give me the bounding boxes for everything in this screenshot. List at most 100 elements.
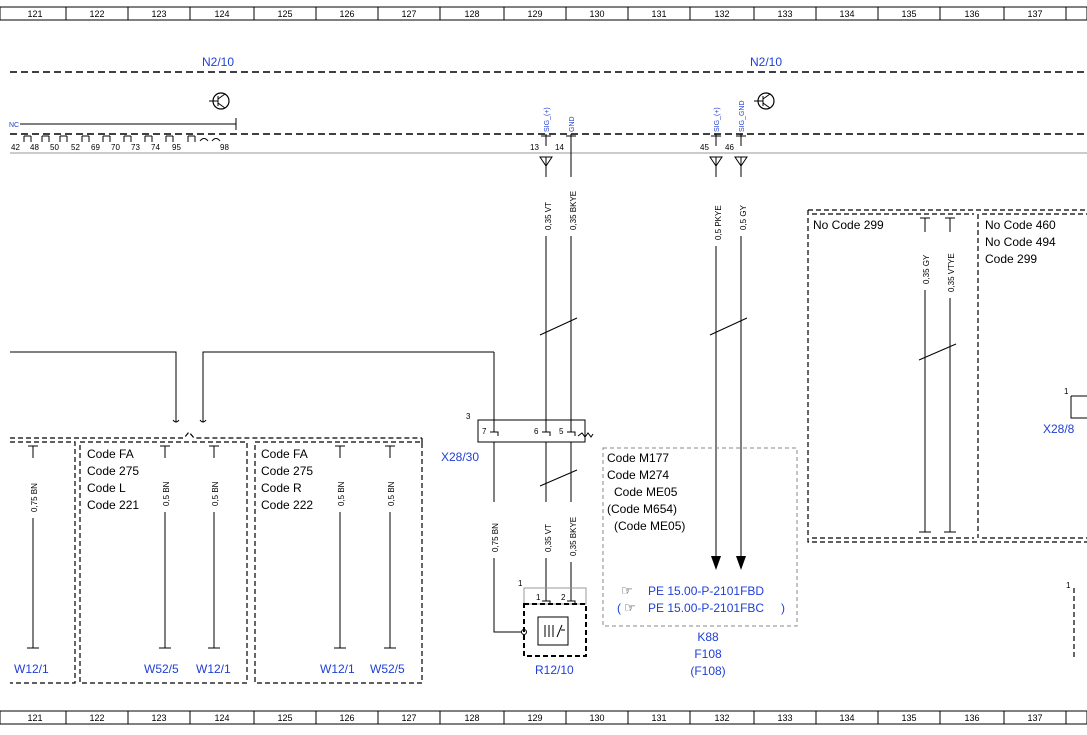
bottom-grid-label: 125 [277, 713, 292, 723]
component-label[interactable]: K88 [697, 630, 719, 644]
connector-pin-label: 7 [482, 427, 487, 436]
wire-label[interactable]: 0,35 BKYE [569, 191, 578, 230]
x28-30-housing[interactable] [477, 419, 586, 443]
code-label: (Code M654) [607, 502, 677, 516]
bottom-grid-label: 127 [401, 713, 416, 723]
wire-label[interactable]: 0,5 PKYE [714, 205, 723, 240]
bottom-grid-label: 134 [839, 713, 854, 723]
connector-pin-label: 1 [1066, 581, 1071, 590]
pointing-hand-icon: ☞ [624, 600, 636, 615]
wire-label[interactable]: 0,5 BN [162, 481, 171, 506]
pin-label: 52 [71, 143, 80, 152]
connector-label[interactable]: X28/8 [1043, 422, 1075, 436]
code-label: Code L [87, 481, 126, 495]
box-code-fa-l [79, 441, 248, 684]
top-grid-label: 128 [464, 9, 479, 19]
connector-pin-label: 2 [561, 593, 566, 602]
top-grid-label: 123 [151, 9, 166, 19]
wire-label[interactable]: 0,75 BN [491, 523, 500, 552]
pin-label: 74 [151, 143, 160, 152]
ground-label[interactable]: W52/5 [144, 662, 179, 676]
pin-label: 95 [172, 143, 181, 152]
code-label: Code 275 [261, 464, 313, 478]
module-label-right[interactable]: N2/10 [750, 55, 782, 69]
bottom-grid-label: 131 [651, 713, 666, 723]
left-code-boxes: 0,75 BN W12/1 Code FA Code 275 Code L Co… [10, 441, 423, 684]
bottom-grid-label: 133 [777, 713, 792, 723]
wire-label[interactable]: 0,5 BN [337, 481, 346, 506]
nc-label: NC [9, 122, 19, 129]
code-label: No Code 494 [985, 235, 1056, 249]
code-label: Code 299 [985, 252, 1037, 266]
n2-10-module: N2/10 N2/10 NC [9, 55, 1087, 154]
shield-icon [577, 432, 594, 438]
bottom-grid-ruler: 121 122 123 124 125 126 127 128 129 130 … [0, 710, 1087, 725]
code-label: No Code 460 [985, 218, 1056, 232]
bottom-grid-label: 132 [714, 713, 729, 723]
reference-link[interactable]: PE 15.00-P-2101FBC [648, 601, 764, 615]
top-grid-label: 126 [339, 9, 354, 19]
wire-label[interactable]: 0,35 BKYE [569, 517, 578, 556]
bottom-grid-label: 124 [214, 713, 229, 723]
transistor-icon [754, 92, 775, 110]
bottom-grid-label: 130 [589, 713, 604, 723]
top-grid-label: 132 [714, 9, 729, 19]
connector-label[interactable]: X28/30 [441, 450, 479, 464]
top-grid-label: 125 [277, 9, 292, 19]
component-label[interactable]: R12/10 [535, 663, 574, 677]
pin-label: 50 [50, 143, 59, 152]
box-code-fa-r [254, 441, 423, 684]
wire-label[interactable]: 0,5 BN [211, 481, 220, 506]
connector-pin-label: 3 [466, 412, 471, 421]
pin-label: 69 [91, 143, 100, 152]
r12-10-housing[interactable] [523, 603, 587, 657]
ground-label[interactable]: W12/1 [320, 662, 355, 676]
reference-link[interactable]: PE 15.00-P-2101FBD [648, 584, 764, 598]
bottom-grid-label: 126 [339, 713, 354, 723]
bottom-grid-label: 122 [89, 713, 104, 723]
wire-label[interactable]: 0,5 GY [739, 204, 748, 230]
bottom-grid-label: 135 [901, 713, 916, 723]
wire-label[interactable]: 0,35 GY [922, 254, 931, 284]
module-pin-stubs [23, 135, 221, 142]
top-grid-label: 137 [1027, 9, 1042, 19]
top-grid-label: 136 [964, 9, 979, 19]
r12-10-component: 1 1 2 R12/10 [518, 579, 587, 677]
bottom-grid-label: 123 [151, 713, 166, 723]
engine-code-box: Code M177 Code M274 Code ME05 (Code M654… [602, 447, 798, 678]
module-label-left[interactable]: N2/10 [202, 55, 234, 69]
component-label[interactable]: (F108) [690, 664, 725, 678]
code-label: Code M274 [607, 468, 669, 482]
twisted-pair-mark [539, 317, 578, 336]
top-grid-label: 135 [901, 9, 916, 19]
wire-label[interactable]: 0,35 VTYE [947, 253, 956, 292]
wire-label[interactable]: 0,35 VT [544, 524, 553, 552]
connector-pin-label: 1 [536, 593, 541, 602]
pin-label: 14 [555, 143, 564, 152]
component-label[interactable]: F108 [694, 647, 722, 661]
engine-code-frame [602, 447, 798, 627]
pointing-hand-icon: ☞ [621, 583, 633, 598]
code-label: Code ME05 [614, 485, 678, 499]
top-grid-ruler: 121 122 123 124 125 126 127 128 129 130 … [0, 6, 1087, 21]
reference-open-paren: ( [617, 601, 621, 615]
wire-128[interactable] [493, 558, 522, 633]
bottom-grid-label: 129 [527, 713, 542, 723]
arrow-down-icon [711, 556, 721, 570]
code-label: Code 221 [87, 498, 139, 512]
wire-label[interactable]: 0,35 VT [544, 202, 553, 230]
signal-label: SIG_(+) [714, 107, 721, 132]
box-121 [10, 441, 76, 684]
top-grid-label: 122 [89, 9, 104, 19]
twisted-pair-mark [539, 469, 578, 487]
wire-label[interactable]: 0,75 BN [30, 483, 39, 512]
box-right-outer [807, 209, 1087, 543]
wire-label[interactable]: 0,5 BN [387, 481, 396, 506]
ground-label[interactable]: W52/5 [370, 662, 405, 676]
connector-pin-label: 1 [518, 579, 523, 588]
bottom-grid-label: 136 [964, 713, 979, 723]
pin-label: 45 [700, 143, 709, 152]
ground-label[interactable]: W12/1 [14, 662, 49, 676]
code-label: Code FA [261, 447, 308, 461]
ground-label[interactable]: W12/1 [196, 662, 231, 676]
